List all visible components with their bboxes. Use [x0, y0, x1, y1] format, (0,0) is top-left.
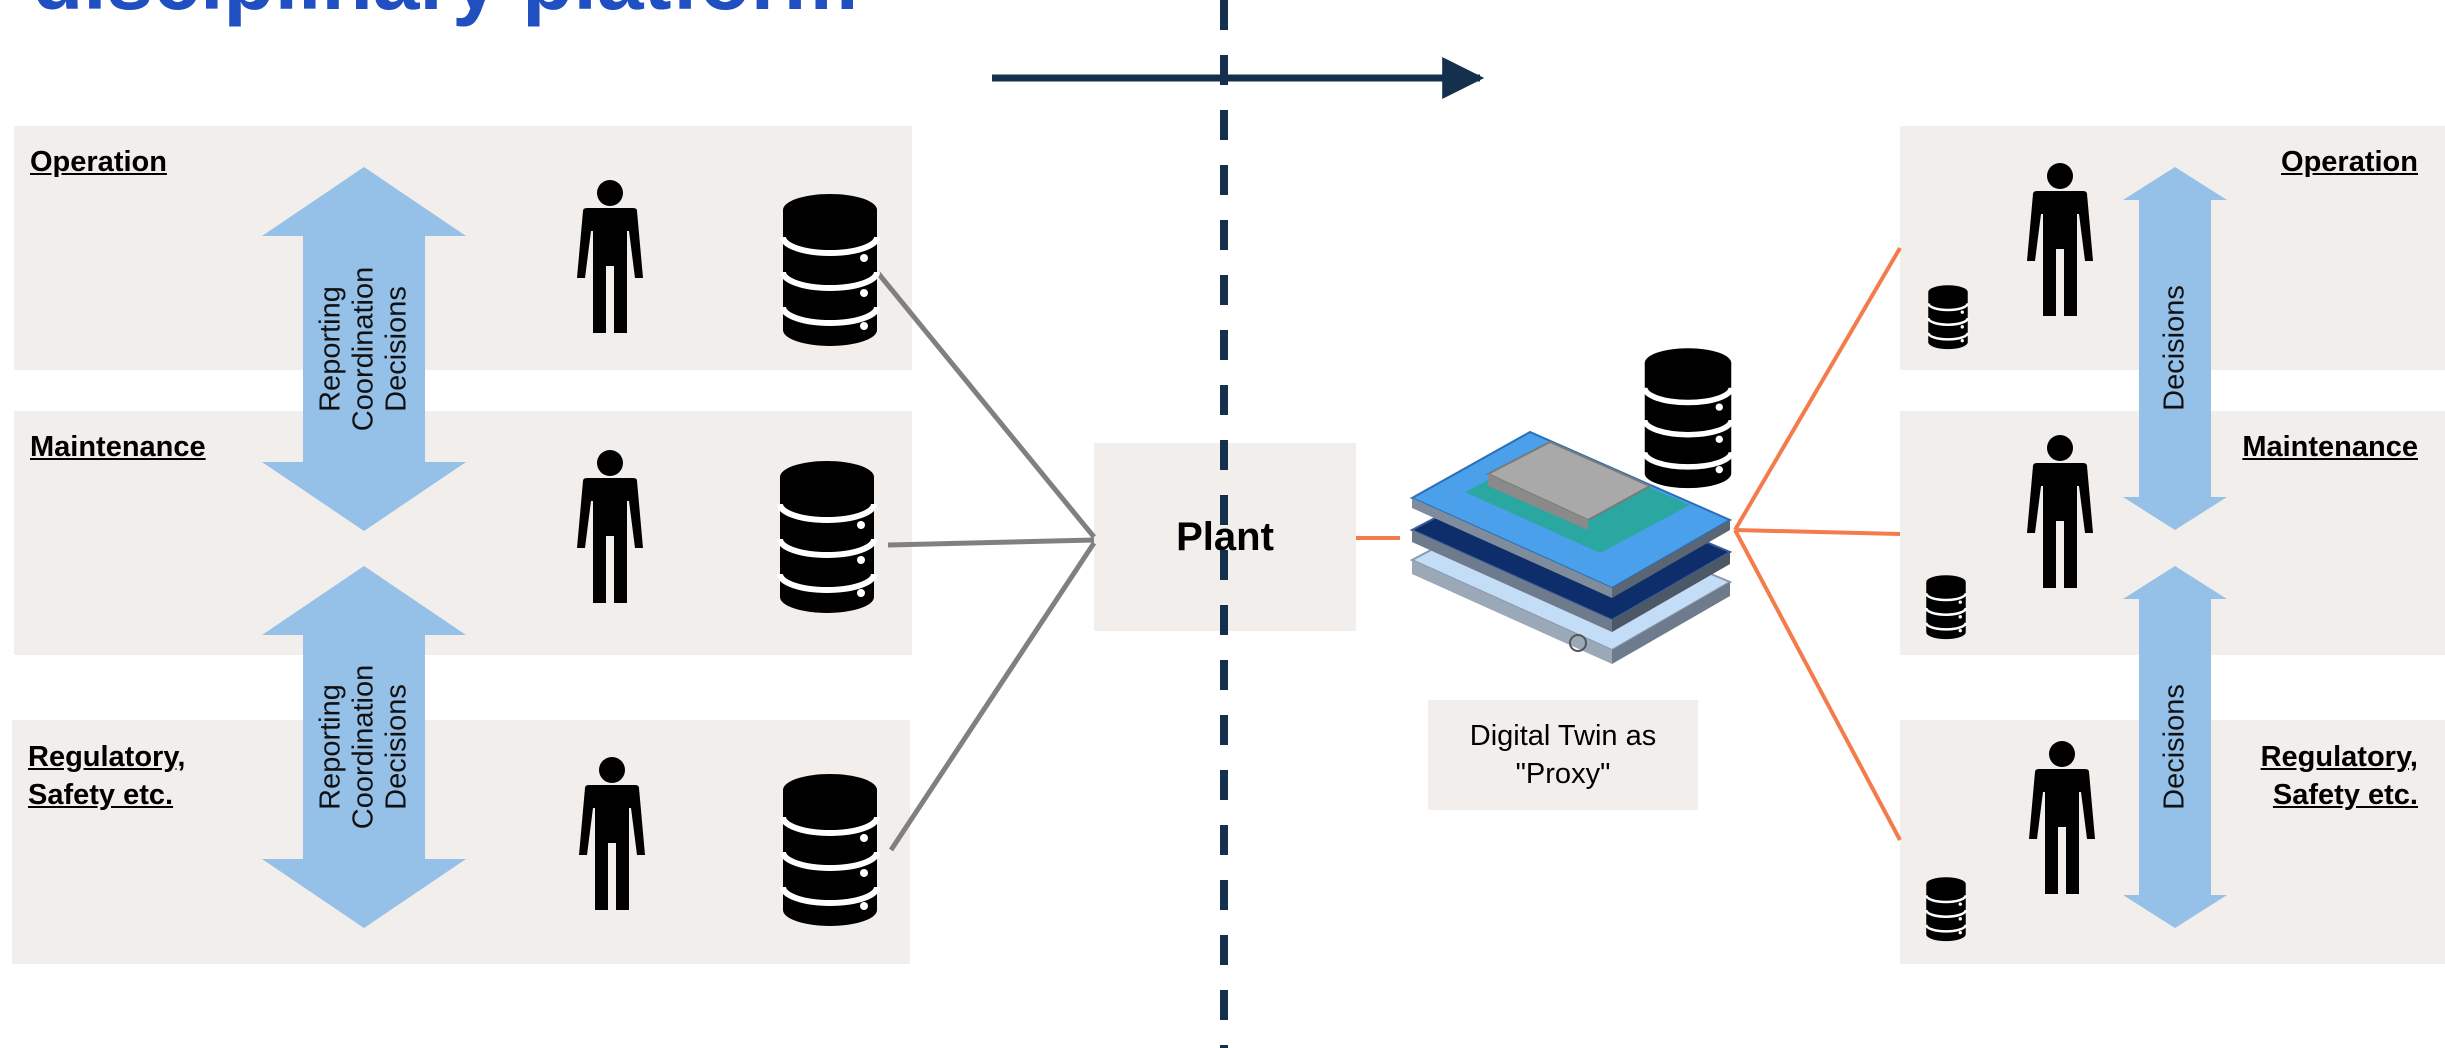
connector-twin-maintenance [1734, 528, 1901, 536]
database-icon [1925, 573, 1967, 641]
person-icon [2029, 741, 2095, 894]
digital-twin-label: Digital Twin as "Proxy" [1428, 700, 1698, 810]
left-label-maintenance: Maintenance [30, 431, 206, 463]
left-arrow-top-label: Reporting Coordination Decisions [314, 266, 413, 432]
left-panel-regulatory [12, 720, 910, 964]
right-label-operation: Operation [2281, 146, 2418, 178]
connector-maintenance-plant [887, 537, 1095, 548]
person-icon [577, 180, 643, 333]
left-label-operation: Operation [30, 146, 167, 178]
left-double-arrow-top [262, 167, 466, 531]
right-double-arrow-top [2123, 167, 2227, 530]
connector-twin-operation [1733, 246, 1902, 532]
left-panel-maintenance [14, 411, 912, 655]
person-icon [2027, 163, 2093, 316]
database-icon [783, 774, 877, 926]
database-icon [783, 194, 877, 346]
page-title: disciplinary platform [32, 0, 858, 22]
connector-twin-regulatory [1733, 529, 1902, 841]
left-label-regulatory: Regulatory, Safety etc. [28, 741, 186, 811]
person-icon [2027, 435, 2093, 588]
database-icon [1925, 875, 1967, 943]
right-arrow-bottom-label: Decisions [2158, 684, 2191, 810]
digital-twin-icon [1409, 430, 1733, 664]
right-arrow-top-label: Decisions [2158, 285, 2191, 411]
right-label-regulatory: Regulatory, Safety etc. [2260, 741, 2418, 811]
person-icon [579, 757, 645, 910]
person-icon [577, 450, 643, 603]
left-double-arrow-bottom [262, 566, 466, 928]
left-arrow-bottom-label: Reporting Coordination Decisions [314, 664, 413, 830]
database-icon [780, 461, 874, 613]
left-panel-operation [14, 126, 912, 370]
right-label-maintenance: Maintenance [2242, 431, 2418, 463]
database-icon [1927, 283, 1969, 351]
database-icon [1645, 348, 1731, 488]
connector-operation-plant [876, 271, 1096, 539]
connector-regulatory-plant [888, 541, 1097, 852]
right-double-arrow-bottom [2123, 566, 2227, 928]
